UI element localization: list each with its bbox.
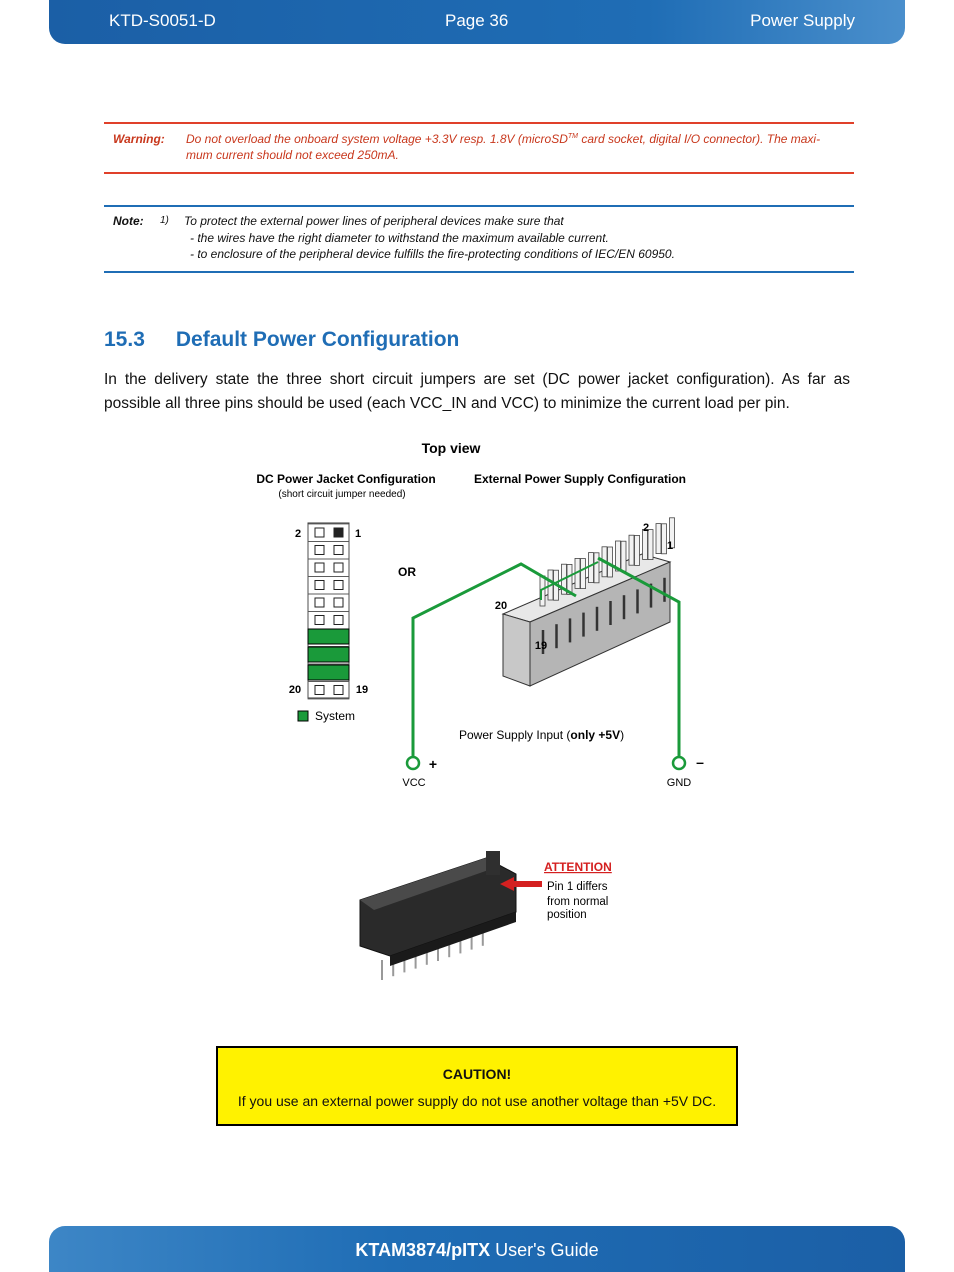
pin-square — [333, 597, 344, 608]
pin-square — [314, 597, 325, 608]
conn-pin-19-label: 19 — [535, 640, 547, 652]
pin-header-diagram — [307, 522, 350, 700]
vcc-wire — [411, 562, 577, 756]
note-line-3: - to enclosure of the peripheral device … — [190, 247, 675, 261]
pin-square — [333, 615, 344, 625]
dc-config-subtitle: (short circuit jumper needed) — [278, 489, 405, 500]
conn-pin-2-label: 2 — [643, 522, 649, 534]
page-footer: KTAM3874/pITX User's Guide — [49, 1226, 905, 1272]
note-box: Note: 1) To protect the external power l… — [104, 205, 854, 273]
warning-line-2: mum current should not exceed 250mA. — [186, 148, 399, 162]
connector-3d-drawing — [501, 517, 675, 687]
conn-pin-1-label: 1 — [667, 540, 673, 552]
pin-row — [307, 681, 350, 700]
note-line-2: - the wires have the right diameter to w… — [190, 231, 609, 245]
pin-square — [314, 685, 325, 695]
footer-title: KTAM3874/pITX User's Guide — [49, 1240, 905, 1261]
section-title: Default Power Configuration — [175, 328, 460, 351]
vcc-terminal — [405, 755, 421, 771]
connector-pin — [642, 529, 648, 560]
pin-square — [314, 545, 325, 555]
warning-label: Warning: — [113, 132, 165, 146]
legend-label: System — [315, 709, 355, 723]
pin-square — [314, 615, 325, 625]
warning-line-1: Do not overload the onboard system volta… — [186, 132, 821, 146]
pin-square — [333, 562, 344, 573]
power-input-label: Power Supply Input (only +5V) — [459, 728, 624, 742]
vcc-label: VCC — [402, 777, 425, 789]
pin-square — [314, 580, 325, 590]
connector-pin — [588, 552, 594, 583]
connector-pin — [566, 564, 573, 595]
conn-pin-20-label: 20 — [495, 600, 507, 612]
top-view-label: Top view — [422, 440, 481, 456]
jumper-3 — [307, 664, 350, 681]
section-name: Power Supply — [750, 11, 855, 30]
connector-pin — [634, 535, 640, 566]
footer-suffix: User's Guide — [490, 1240, 599, 1260]
warning-box: Warning: Do not overload the onboard sys… — [104, 122, 854, 174]
or-label: OR — [398, 565, 416, 579]
attention-arrow — [500, 877, 542, 891]
pin-20-label: 20 — [289, 684, 301, 696]
gnd-label: GND — [667, 777, 692, 789]
attention-line-2: from normal — [547, 896, 608, 908]
attention-line-1: Pin 1 differs — [547, 881, 608, 893]
jumper-2 — [307, 646, 350, 663]
section-heading: 15.3 Default Power Configuration — [104, 328, 459, 352]
note-number: 1) — [160, 215, 169, 226]
note-line-1: To protect the external power lines of p… — [184, 214, 564, 228]
attention-line-3: position — [547, 909, 587, 921]
pin-square — [314, 527, 325, 538]
connector-pin — [647, 529, 654, 560]
pin-19-label: 19 — [356, 684, 368, 696]
page-number: Page 36 — [445, 11, 509, 30]
connector-photo — [359, 851, 517, 980]
dc-config-title: DC Power Jacket Configuration — [256, 472, 435, 486]
pin-square — [333, 685, 344, 695]
pin-square — [333, 545, 344, 555]
minus-sign: – — [696, 754, 704, 770]
connector-pin — [655, 523, 662, 554]
connector-pin — [615, 540, 621, 572]
page-header: KTD-S0051-D Page 36 Power Supply — [49, 0, 905, 44]
pin-2-label: 2 — [295, 528, 301, 540]
connector-pin — [580, 558, 586, 589]
jumper-1 — [307, 628, 350, 645]
section-number: 15.3 — [104, 328, 145, 351]
connector-pin — [669, 517, 675, 549]
connector-pin — [593, 552, 600, 584]
pin-1-label: 1 — [355, 528, 361, 540]
note-label: Note: — [113, 214, 144, 228]
pin-square — [333, 527, 344, 538]
pin-square — [314, 562, 325, 573]
attention-title: ATTENTION — [544, 860, 612, 874]
gnd-wire — [597, 556, 681, 756]
body-paragraph: In the delivery state the three short ci… — [104, 371, 850, 412]
caution-title: CAUTION! — [442, 1066, 512, 1082]
caution-body: If you use an external power supply do n… — [237, 1093, 717, 1109]
legend-swatch — [297, 710, 309, 722]
connector-pin — [620, 540, 627, 572]
connector-pin — [661, 523, 667, 555]
connector-pin — [628, 534, 635, 566]
caution-box: CAUTION! If you use an external power su… — [216, 1046, 738, 1126]
plus-sign: + — [429, 756, 437, 772]
vcc-wire-branch — [540, 561, 599, 600]
pin-square — [333, 580, 344, 590]
footer-product: KTAM3874/pITX — [355, 1240, 491, 1260]
ext-config-title: External Power Supply Configuration — [474, 472, 686, 486]
gnd-terminal — [671, 755, 687, 771]
doc-id: KTD-S0051-D — [109, 11, 216, 30]
